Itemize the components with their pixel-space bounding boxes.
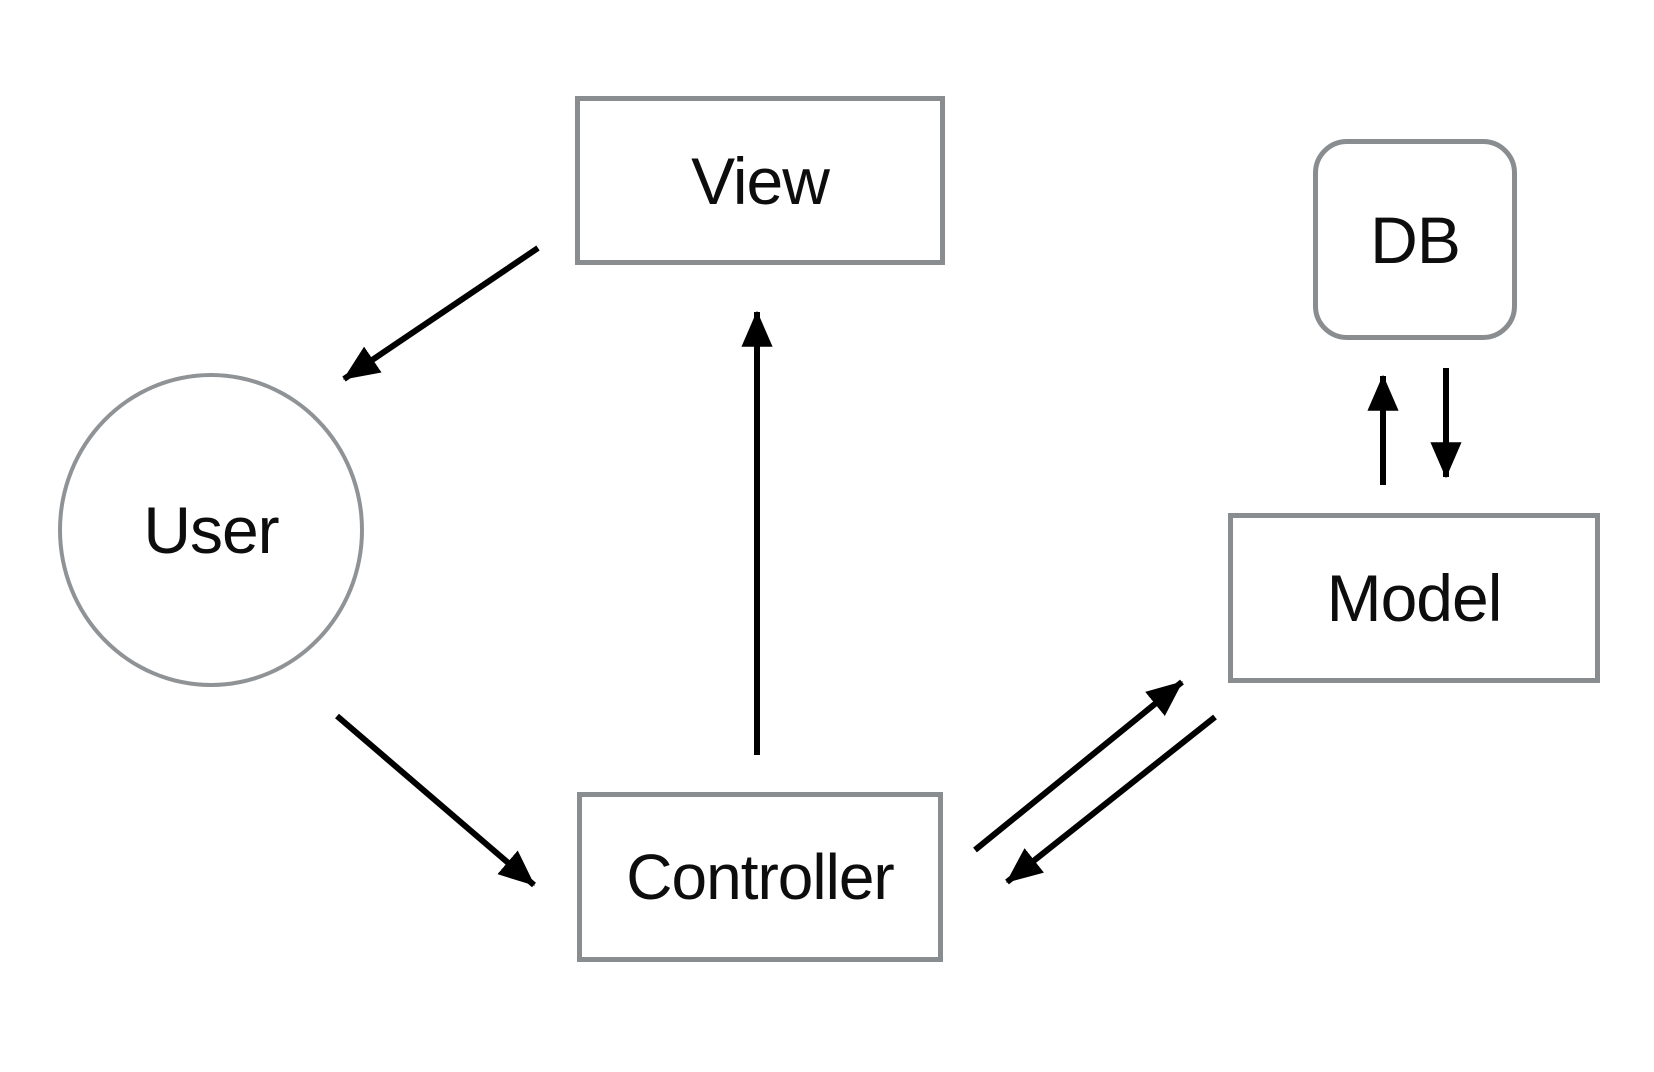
node-model-label: Model bbox=[1326, 561, 1503, 635]
node-view: View bbox=[575, 96, 945, 265]
node-model: Model bbox=[1228, 513, 1600, 683]
node-controller-label: Controller bbox=[626, 841, 894, 913]
node-db-label: DB bbox=[1370, 202, 1461, 277]
node-controller: Controller bbox=[577, 792, 943, 962]
edge-view-to-user bbox=[342, 245, 540, 382]
edge-user-to-controller bbox=[335, 713, 536, 888]
node-user: User bbox=[58, 373, 364, 687]
node-view-label: View bbox=[691, 143, 830, 218]
node-user-label: User bbox=[143, 493, 279, 567]
edge-controller-to-model bbox=[973, 679, 1184, 853]
edge-model-to-controller bbox=[1005, 714, 1217, 885]
node-db: DB bbox=[1313, 139, 1517, 340]
